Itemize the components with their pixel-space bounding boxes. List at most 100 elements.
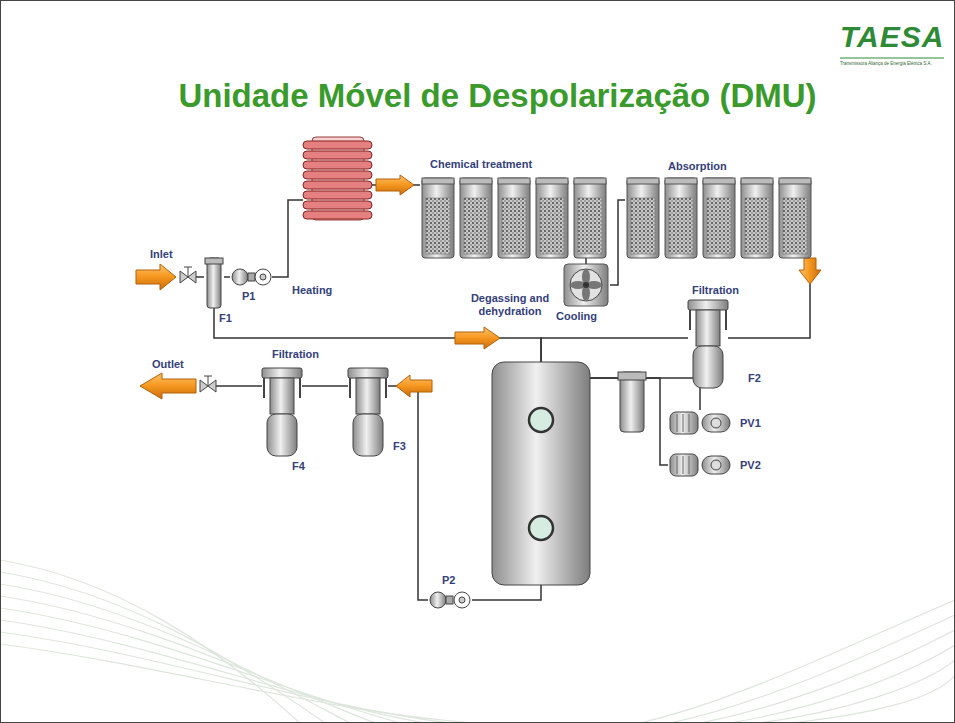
filter-symbol bbox=[688, 300, 728, 388]
filter-symbol bbox=[207, 258, 221, 308]
treatment-column bbox=[779, 178, 811, 258]
pump-symbol bbox=[232, 269, 730, 608]
flow-arrow bbox=[136, 264, 176, 290]
wave-lines bbox=[670, 615, 955, 723]
component-label: Outlet bbox=[152, 358, 184, 371]
treatment-column bbox=[422, 178, 454, 258]
component: Degassing and dehydration bbox=[492, 362, 590, 585]
vacuum-vessel bbox=[529, 408, 553, 432]
component: Absorption bbox=[625, 178, 817, 258]
component: Outlet bbox=[200, 378, 216, 394]
filter-symbol bbox=[205, 258, 728, 456]
component-label: Degassing and dehydration bbox=[462, 292, 558, 318]
component: F1 bbox=[204, 258, 224, 308]
wave-lines bbox=[790, 675, 955, 723]
component: Inlet bbox=[180, 269, 196, 285]
component-label: P1 bbox=[242, 290, 255, 303]
pipe-line bbox=[610, 200, 625, 285]
component: FiltrationF2 bbox=[688, 300, 728, 388]
pump-symbol bbox=[446, 596, 453, 604]
treatment-column bbox=[665, 178, 697, 258]
wave-lines bbox=[0, 596, 375, 723]
wave-lines bbox=[640, 600, 955, 723]
component-label: Absorption bbox=[668, 160, 727, 173]
wave-lines bbox=[730, 645, 955, 723]
component-label: P2 bbox=[442, 574, 455, 587]
component-label: Chemical treatment bbox=[430, 158, 532, 171]
component: Heating bbox=[303, 137, 372, 220]
treatment-column bbox=[703, 178, 735, 258]
wave-lines bbox=[0, 584, 350, 723]
filter-symbol bbox=[205, 258, 223, 264]
treatment-column bbox=[498, 178, 530, 258]
heater-symbol bbox=[303, 211, 372, 219]
pump-symbol bbox=[255, 269, 271, 285]
valve-symbol bbox=[184, 267, 192, 277]
wave-lines bbox=[760, 660, 955, 723]
component-label: PV2 bbox=[740, 459, 761, 472]
pipe-line bbox=[541, 338, 688, 362]
pipe-line bbox=[728, 258, 810, 338]
component-label: F1 bbox=[219, 312, 232, 325]
treatment-column bbox=[422, 178, 811, 258]
wave-lines bbox=[0, 644, 475, 723]
flow-arrow bbox=[455, 327, 500, 349]
component: Cooling bbox=[562, 264, 610, 306]
cooling-fan bbox=[564, 264, 608, 306]
pipe-line bbox=[472, 585, 541, 600]
component-label: F2 bbox=[748, 372, 761, 385]
wave-lines bbox=[0, 560, 300, 723]
flow-arrow bbox=[376, 175, 414, 195]
treatment-column bbox=[627, 178, 659, 258]
pump-symbol bbox=[454, 592, 470, 608]
component-label: PV1 bbox=[740, 417, 761, 430]
treatment-column bbox=[741, 178, 773, 258]
pump-symbol bbox=[248, 273, 255, 281]
pipe-line bbox=[272, 200, 303, 277]
treatment-column bbox=[460, 178, 492, 258]
flow-arrow bbox=[396, 375, 432, 397]
component: F4 bbox=[262, 368, 302, 456]
cooling-fan bbox=[564, 264, 608, 306]
wave-lines bbox=[0, 620, 425, 723]
filter-symbol bbox=[262, 368, 302, 456]
pump-symbol bbox=[232, 269, 248, 285]
heater-symbol bbox=[303, 151, 372, 159]
cooling-fan bbox=[583, 282, 589, 288]
pipe-line bbox=[590, 378, 700, 410]
group-label: Filtration bbox=[272, 348, 319, 361]
wave-lines bbox=[0, 560, 955, 723]
heater-symbol bbox=[303, 181, 372, 189]
logo-subtitle: Transmissora Aliança de Energia Elétrica… bbox=[840, 61, 932, 67]
valve-symbol bbox=[204, 376, 212, 386]
pipe-line bbox=[216, 385, 262, 387]
component-label: Filtration bbox=[692, 284, 739, 297]
heater-symbol bbox=[303, 191, 372, 199]
flow-arrow bbox=[140, 373, 196, 399]
vacuum-vessel bbox=[492, 362, 590, 585]
heater-symbol bbox=[303, 141, 372, 149]
flow-arrow bbox=[136, 175, 821, 399]
treatment-column bbox=[536, 178, 568, 258]
pipe-line bbox=[224, 276, 230, 278]
pump-symbol bbox=[430, 592, 446, 608]
heater-symbol bbox=[303, 161, 372, 169]
flow-arrow bbox=[799, 258, 821, 284]
logo-rule bbox=[840, 58, 944, 59]
wave-lines bbox=[700, 630, 955, 723]
heater-symbol bbox=[303, 137, 372, 220]
pump-symbol bbox=[670, 412, 730, 434]
heater-symbol bbox=[303, 141, 372, 219]
component: Chemical treatment bbox=[420, 178, 612, 258]
component: F3 bbox=[348, 368, 388, 456]
component: PV2 bbox=[668, 452, 732, 478]
pump-symbol bbox=[670, 454, 730, 476]
component: P2 bbox=[428, 590, 472, 610]
slide-title: Unidade Móvel de Despolarização (DMU) bbox=[160, 76, 835, 116]
filter-symbol bbox=[620, 372, 644, 432]
component-label: Inlet bbox=[150, 248, 173, 261]
pipe-line bbox=[302, 385, 348, 387]
